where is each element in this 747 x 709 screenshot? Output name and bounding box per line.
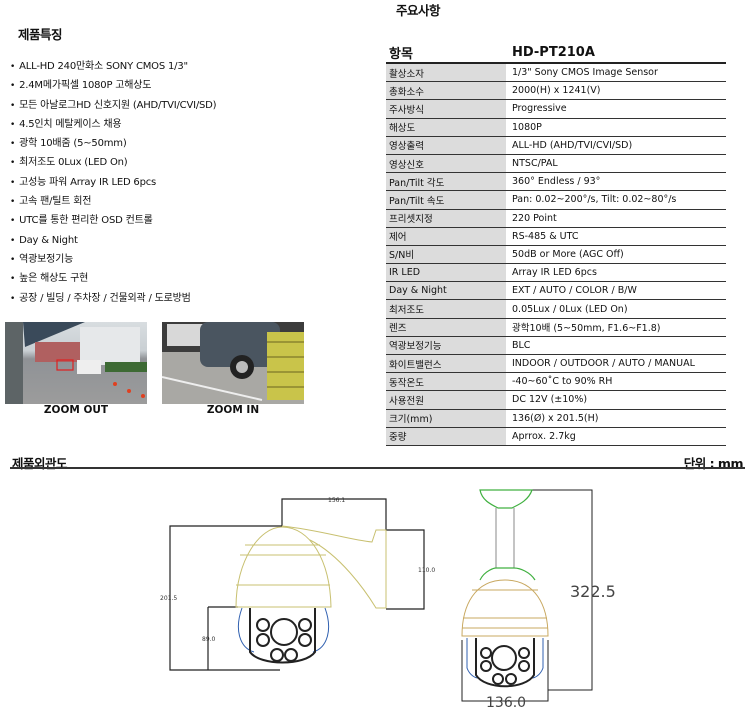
spec-value: 2000(H) x 1241(V): [506, 81, 726, 101]
spec-key: 최저조도: [386, 299, 506, 319]
spec-row: 동작온도-40~60˚C to 90% RH: [386, 372, 726, 392]
feature-list: ALL-HD 240만화소 SONY CMOS 1/3"2.4M메가픽셀 108…: [10, 57, 216, 308]
spec-value: DC 12V (±10%): [506, 390, 726, 410]
spec-value: 0.05Lux / 0Lux (LED On): [506, 299, 726, 319]
spec-value: NTSC/PAL: [506, 154, 726, 174]
lower-height-label: 89.0: [202, 636, 216, 643]
specs-title: 주요사항: [396, 3, 441, 18]
feature-item: 광학 10배줌 (5~50mm): [10, 134, 216, 153]
feature-item: 공장 / 빌딩 / 주차장 / 건물외곽 / 도로방범: [10, 289, 216, 308]
spec-header-model: HD-PT210A: [506, 42, 726, 64]
spec-value: RS-485 & UTC: [506, 227, 726, 246]
mount-height-label: 110.0: [418, 567, 435, 574]
spec-key: 동작온도: [386, 372, 506, 392]
feature-item: 고속 팬/틸트 회전: [10, 192, 216, 211]
spec-key: 촬상소자: [386, 63, 506, 83]
side-height-label: 201.5: [160, 595, 177, 602]
feature-item: ALL-HD 240만화소 SONY CMOS 1/3": [10, 57, 216, 76]
feature-item: 높은 해상도 구현: [10, 269, 216, 288]
spec-value: 1/3" Sony CMOS Image Sensor: [506, 63, 726, 83]
spec-key: Pan/Tilt 속도: [386, 190, 506, 210]
spec-value: 1080P: [506, 118, 726, 137]
spec-value: 광학10배 (5~50mm, F1.6~F1.8): [506, 318, 726, 337]
spec-key: 총화소수: [386, 81, 506, 101]
zoom-out-caption: ZOOM OUT: [43, 404, 109, 416]
zoom-in-photo: [162, 322, 304, 404]
spec-key: 렌즈: [386, 318, 506, 337]
spec-key: 중량: [386, 427, 506, 446]
spec-key: 프리셋지정: [386, 209, 506, 228]
spec-key: 주사방식: [386, 99, 506, 119]
spec-key: 해상도: [386, 118, 506, 137]
feature-item: 역광보정기능: [10, 250, 216, 269]
spec-key: 크기(mm): [386, 409, 506, 428]
spec-row: 크기(mm)136(Ø) x 201.5(H): [386, 409, 726, 428]
spec-key: Day & Night: [386, 281, 506, 301]
spec-key: Pan/Tilt 각도: [386, 172, 506, 192]
zoom-in-caption: ZOOM IN: [206, 404, 260, 416]
spec-key: 화이트밸런스: [386, 354, 506, 374]
spec-key: 역광보정기능: [386, 336, 506, 356]
feature-item: Day & Night: [10, 231, 216, 250]
spec-value: Aprrox. 2.7kg: [506, 427, 726, 446]
features-title: 제품특징: [18, 27, 63, 42]
spec-key: 영상출력: [386, 136, 506, 155]
spec-value: ALL-HD (AHD/TVI/CVI/SD): [506, 136, 726, 155]
zoom-out-photo: [5, 322, 147, 404]
spec-key: 영상신호: [386, 154, 506, 174]
unit-label: 단위 : mm: [683, 456, 744, 471]
side-view-drawing: 156.1 201.5 110.0 89.0: [160, 497, 435, 671]
feature-item: 2.4M메가픽셀 1080P 고해상도: [10, 76, 216, 95]
section-divider: [10, 467, 745, 469]
spec-value: Progressive: [506, 99, 726, 119]
feature-item: 4.5인치 메탈케이스 채용: [10, 115, 216, 134]
spec-value: 220 Point: [506, 209, 726, 228]
spec-key: 사용전원: [386, 390, 506, 410]
dimensions-title: 제품외관도: [12, 456, 68, 471]
spec-key: 제어: [386, 227, 506, 246]
spec-key: IR LED: [386, 263, 506, 283]
feature-item: 모든 아날로그HD 신호지원 (AHD/TVI/CVI/SD): [10, 96, 216, 115]
feature-item: 고성능 파워 Array IR LED 6pcs: [10, 173, 216, 192]
front-width-label: 136.0: [486, 695, 526, 709]
spec-value: Array IR LED 6pcs: [506, 263, 726, 283]
spec-value: 136(Ø) x 201.5(H): [506, 409, 726, 428]
spec-value: -40~60˚C to 90% RH: [506, 372, 726, 392]
front-height-label: 322.5: [570, 582, 616, 601]
spec-value: EXT / AUTO / COLOR / B/W: [506, 281, 726, 301]
spec-value: Pan: 0.02~200°/s, Tilt: 0.02~80°/s: [506, 190, 726, 210]
feature-item: UTC를 통한 편리한 OSD 컨트롤: [10, 211, 216, 230]
spec-key: S/N비: [386, 245, 506, 265]
spec-header-key: 항목: [386, 42, 506, 64]
spec-value: 50dB or More (AGC Off): [506, 245, 726, 265]
side-width-label: 156.1: [328, 497, 345, 504]
front-view-drawing: 322.5 136.0: [461, 489, 616, 709]
spec-value: BLC: [506, 336, 726, 356]
feature-item: 최저조도 0Lux (LED On): [10, 153, 216, 172]
spec-value: 360° Endless / 93°: [506, 172, 726, 192]
spec-value: INDOOR / OUTDOOR / AUTO / MANUAL: [506, 354, 726, 374]
